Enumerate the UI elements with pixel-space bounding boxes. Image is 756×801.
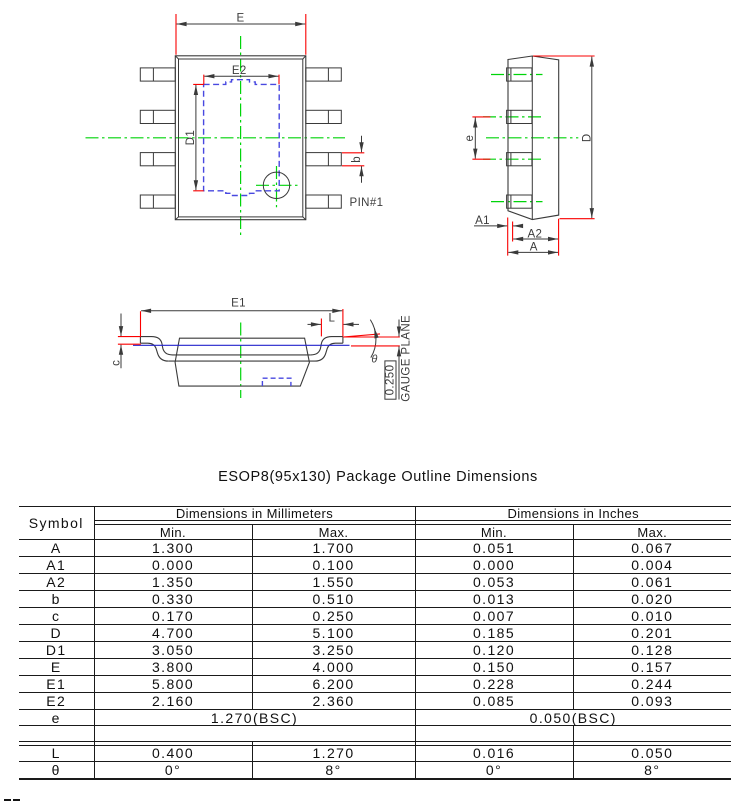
front-body-outline bbox=[174, 337, 310, 387]
package-outline-drawing: E E2 D1 b PIN#1 bbox=[85, 12, 595, 402]
dim-e: e bbox=[464, 116, 491, 160]
dim-D1: D1 bbox=[185, 83, 204, 192]
table-row: A 1.300 1.700 0.051 0.067 bbox=[19, 539, 731, 557]
pin1-circle bbox=[262, 171, 291, 200]
height-extension-lines bbox=[507, 217, 560, 256]
pins-left bbox=[139, 67, 176, 209]
body-inner-outline bbox=[178, 58, 304, 218]
dim-A1: A1 bbox=[474, 215, 524, 229]
gauge-offset-label: 0.250 bbox=[385, 365, 397, 396]
table-row: D 4.700 5.100 0.185 0.201 bbox=[19, 624, 731, 642]
dim-D: D bbox=[533, 55, 595, 220]
drawing-title: ESOP8(95x130) Package Outline Dimensions bbox=[218, 469, 538, 485]
front-exposed-pad-edge bbox=[261, 377, 292, 386]
dim-E: E bbox=[175, 12, 307, 55]
table-row: E1 5.800 6.200 0.228 0.244 bbox=[19, 675, 731, 693]
gauge-offset-box bbox=[384, 360, 397, 400]
table-row: E2 2.160 2.360 0.085 0.093 bbox=[19, 692, 731, 710]
header-inches: Dimensions in Inches bbox=[415, 506, 731, 521]
side-pins bbox=[506, 67, 533, 209]
dim-E1: E1 bbox=[139, 298, 344, 337]
table-row-bsc: e 1.270(BSC) 0.050(BSC) bbox=[19, 709, 731, 726]
header-row-minmax: Min. Max. Min. Max. bbox=[19, 524, 731, 540]
gauge-plane-label: GAUGE PLANE bbox=[400, 315, 412, 402]
dim-theta-label: θ bbox=[371, 354, 377, 366]
table-row: E 3.800 4.000 0.150 0.157 bbox=[19, 658, 731, 676]
header-mm: Dimensions in Millimeters bbox=[94, 506, 416, 521]
table-row: c 0.170 0.250 0.007 0.010 bbox=[19, 607, 731, 625]
dim-A-label: A bbox=[530, 242, 538, 254]
header-in-min: Min. bbox=[415, 524, 574, 540]
dim-E2: E2 bbox=[203, 65, 280, 85]
dim-b-label: b bbox=[351, 156, 363, 163]
table-row: θ 0° 8° 0° 8° bbox=[19, 761, 731, 780]
dim-gauge: 0.250 GAUGE PLANE bbox=[351, 315, 412, 402]
dim-L-label: L bbox=[329, 313, 336, 325]
table-row: b 0.330 0.510 0.013 0.020 bbox=[19, 590, 731, 608]
front-view: E1 L c θ 0.250 GA bbox=[111, 298, 413, 402]
dim-A2: A2 bbox=[513, 228, 558, 242]
header-mm-max: Max. bbox=[252, 524, 416, 540]
dim-A1-label: A1 bbox=[475, 215, 490, 227]
dimensions-table: Symbol Dimensions in Millimeters Dimensi… bbox=[19, 506, 731, 780]
header-in-max: Max. bbox=[573, 524, 731, 540]
footer-logo-fragment bbox=[3, 799, 11, 801]
table-row: L 0.400 1.270 0.016 0.050 bbox=[19, 745, 731, 762]
pins-right bbox=[305, 67, 342, 209]
dim-D1-label: D1 bbox=[185, 130, 197, 146]
dim-L: L bbox=[307, 313, 359, 337]
side-view: e D A1 A2 A bbox=[464, 55, 595, 256]
header-mm-min: Min. bbox=[94, 524, 253, 540]
dim-c-label: c bbox=[111, 360, 123, 366]
exposed-pad-outline bbox=[202, 79, 280, 197]
top-view: E E2 D1 b PIN#1 bbox=[85, 12, 384, 238]
dim-E1-label: E1 bbox=[231, 298, 246, 310]
dim-D-label: D bbox=[581, 133, 593, 142]
table-row: D1 3.050 3.250 0.120 0.128 bbox=[19, 641, 731, 659]
dim-e-label: e bbox=[464, 135, 476, 142]
dim-theta: θ bbox=[342, 319, 400, 366]
dim-A: A bbox=[508, 242, 558, 255]
body-corner-chamfers bbox=[174, 55, 307, 221]
dim-A2-label: A2 bbox=[527, 228, 542, 240]
dim-b: b bbox=[342, 135, 365, 183]
table-row: A2 1.350 1.550 0.053 0.061 bbox=[19, 573, 731, 591]
pin1-label: PIN#1 bbox=[350, 197, 384, 209]
table-spacer-row bbox=[19, 741, 731, 746]
body-outline bbox=[174, 55, 307, 221]
front-leads bbox=[139, 336, 344, 362]
footer-logo-fragment bbox=[12, 799, 20, 801]
dim-c: c bbox=[111, 313, 141, 369]
header-row-units: Symbol Dimensions in Millimeters Dimensi… bbox=[19, 506, 731, 540]
table-row-empty bbox=[19, 725, 731, 742]
header-symbol: Symbol bbox=[19, 506, 95, 540]
dim-E2-label: E2 bbox=[232, 65, 247, 77]
dim-E-label: E bbox=[236, 12, 244, 24]
table-row: A1 0.000 0.100 0.000 0.004 bbox=[19, 556, 731, 574]
header-spacer-row bbox=[19, 520, 731, 525]
